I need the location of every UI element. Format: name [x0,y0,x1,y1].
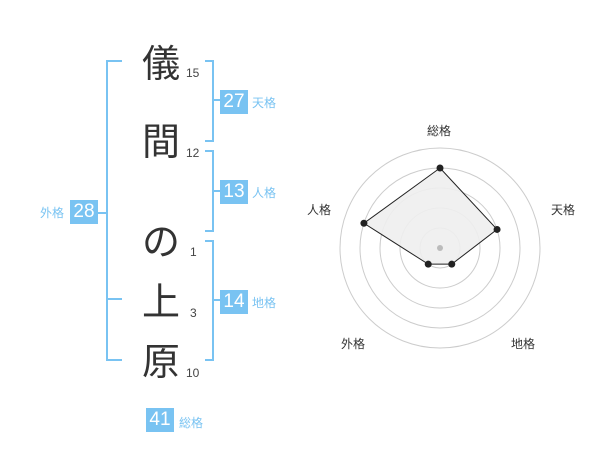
radar-label-chikaku: 地格 [511,337,536,351]
name-char-1: 儀 [141,42,180,86]
jinkaku-badge: 13 [220,180,248,204]
radar-label-jinkaku: 人格 [307,203,332,217]
name-char-3: の [141,220,180,264]
stroke-count-3: 1 [190,245,197,259]
gaikaku-badge: 28 [70,200,98,224]
jinkaku-label: 人格 [252,186,277,200]
radar-label-tenkaku: 天格 [551,203,576,217]
radar-point-1 [436,164,444,172]
gaikaku-bracket [106,60,122,361]
radar-point-4 [424,260,432,268]
gaikaku-label: 外格 [40,206,65,220]
radar-ring-5 [339,147,541,349]
name-char-4: 上 [141,280,180,324]
radar-point-5 [360,219,368,227]
stroke-count-5: 10 [186,366,200,380]
radar-point-3 [448,260,456,268]
tenkaku-connector [212,99,220,101]
soukaku-badge: 41 [146,408,174,432]
gaikaku-divider [106,298,122,300]
jinkaku-connector [212,190,220,192]
chikaku-badge: 14 [220,290,248,314]
name-char-5: 原 [141,340,180,384]
gaikaku-connector [98,212,106,214]
tenkaku-bracket [205,60,214,142]
tenkaku-label: 天格 [252,96,277,110]
tenkaku-badge: 27 [220,90,248,114]
stroke-count-1: 15 [186,66,200,80]
radar-polygon [363,167,498,265]
chikaku-label: 地格 [252,296,277,310]
radar-point-2 [493,225,501,233]
stroke-count-2: 12 [186,146,200,160]
radar-label-soukaku: 総格 [427,124,452,138]
name-char-2: 間 [141,120,180,164]
chikaku-connector [212,299,220,301]
radar-label-gaikaku: 外格 [341,337,366,351]
soukaku-label: 総格 [179,416,204,430]
stroke-count-4: 3 [190,306,197,320]
radar-center-point [437,245,443,251]
